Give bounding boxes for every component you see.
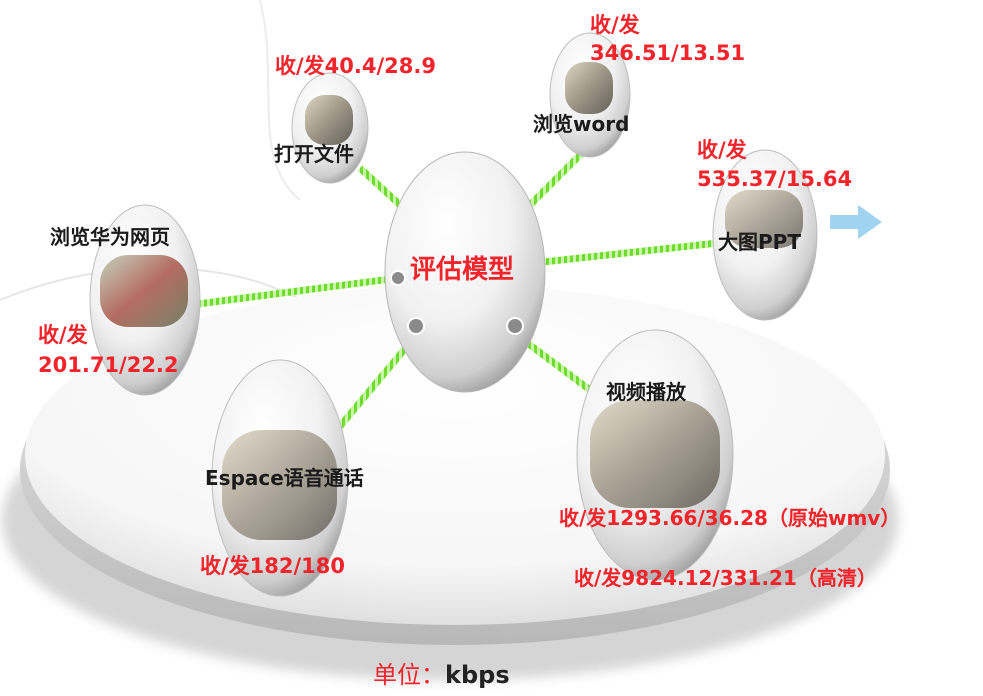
- connector-dot: [407, 317, 425, 335]
- open-file-rate: 收/发40.4/28.9: [275, 54, 436, 78]
- egg-center: [384, 151, 546, 393]
- webpage-rate-line1: 收/发: [38, 323, 88, 347]
- unit-caption: 单位：kbps: [373, 660, 510, 690]
- arrow-icon: [830, 205, 882, 239]
- connector-dot: [390, 270, 406, 286]
- ppt-rate-line2: 535.37/15.64: [697, 167, 853, 191]
- egg-espace: [211, 359, 349, 597]
- connector-dot: [506, 317, 524, 335]
- word-rate-line2: 346.51/13.51: [590, 41, 746, 65]
- ppt-label: 大图PPT: [718, 230, 801, 254]
- video-label: 视频播放: [606, 380, 686, 404]
- video-rate-hd: 收/发9824.12/331.21（高清）: [574, 566, 877, 590]
- espace-rate: 收/发182/180: [200, 554, 346, 578]
- word-rate-line1: 收/发: [590, 13, 640, 37]
- unit-label: 单位：: [373, 661, 445, 689]
- word-label: 浏览word: [533, 112, 630, 136]
- egg-video: [576, 329, 734, 581]
- egg-webpage: [89, 204, 201, 396]
- open-file-label: 打开文件: [274, 142, 354, 166]
- webpage-label: 浏览华为网页: [50, 225, 170, 249]
- video-rate-original: 收/发1293.66/36.28（原始wmv）: [559, 506, 901, 530]
- background-curve: [259, 0, 301, 201]
- center-title: 评估模型: [410, 255, 515, 285]
- webpage-rate-line2: 201.71/22.2: [38, 353, 179, 377]
- ppt-rate-line1: 收/发: [697, 138, 747, 162]
- egg-ppt: [712, 149, 818, 321]
- unit-value: kbps: [445, 661, 510, 689]
- egg-word: [549, 32, 631, 158]
- egg-open-file: [291, 72, 369, 184]
- espace-label: Espace语音通话: [205, 466, 364, 490]
